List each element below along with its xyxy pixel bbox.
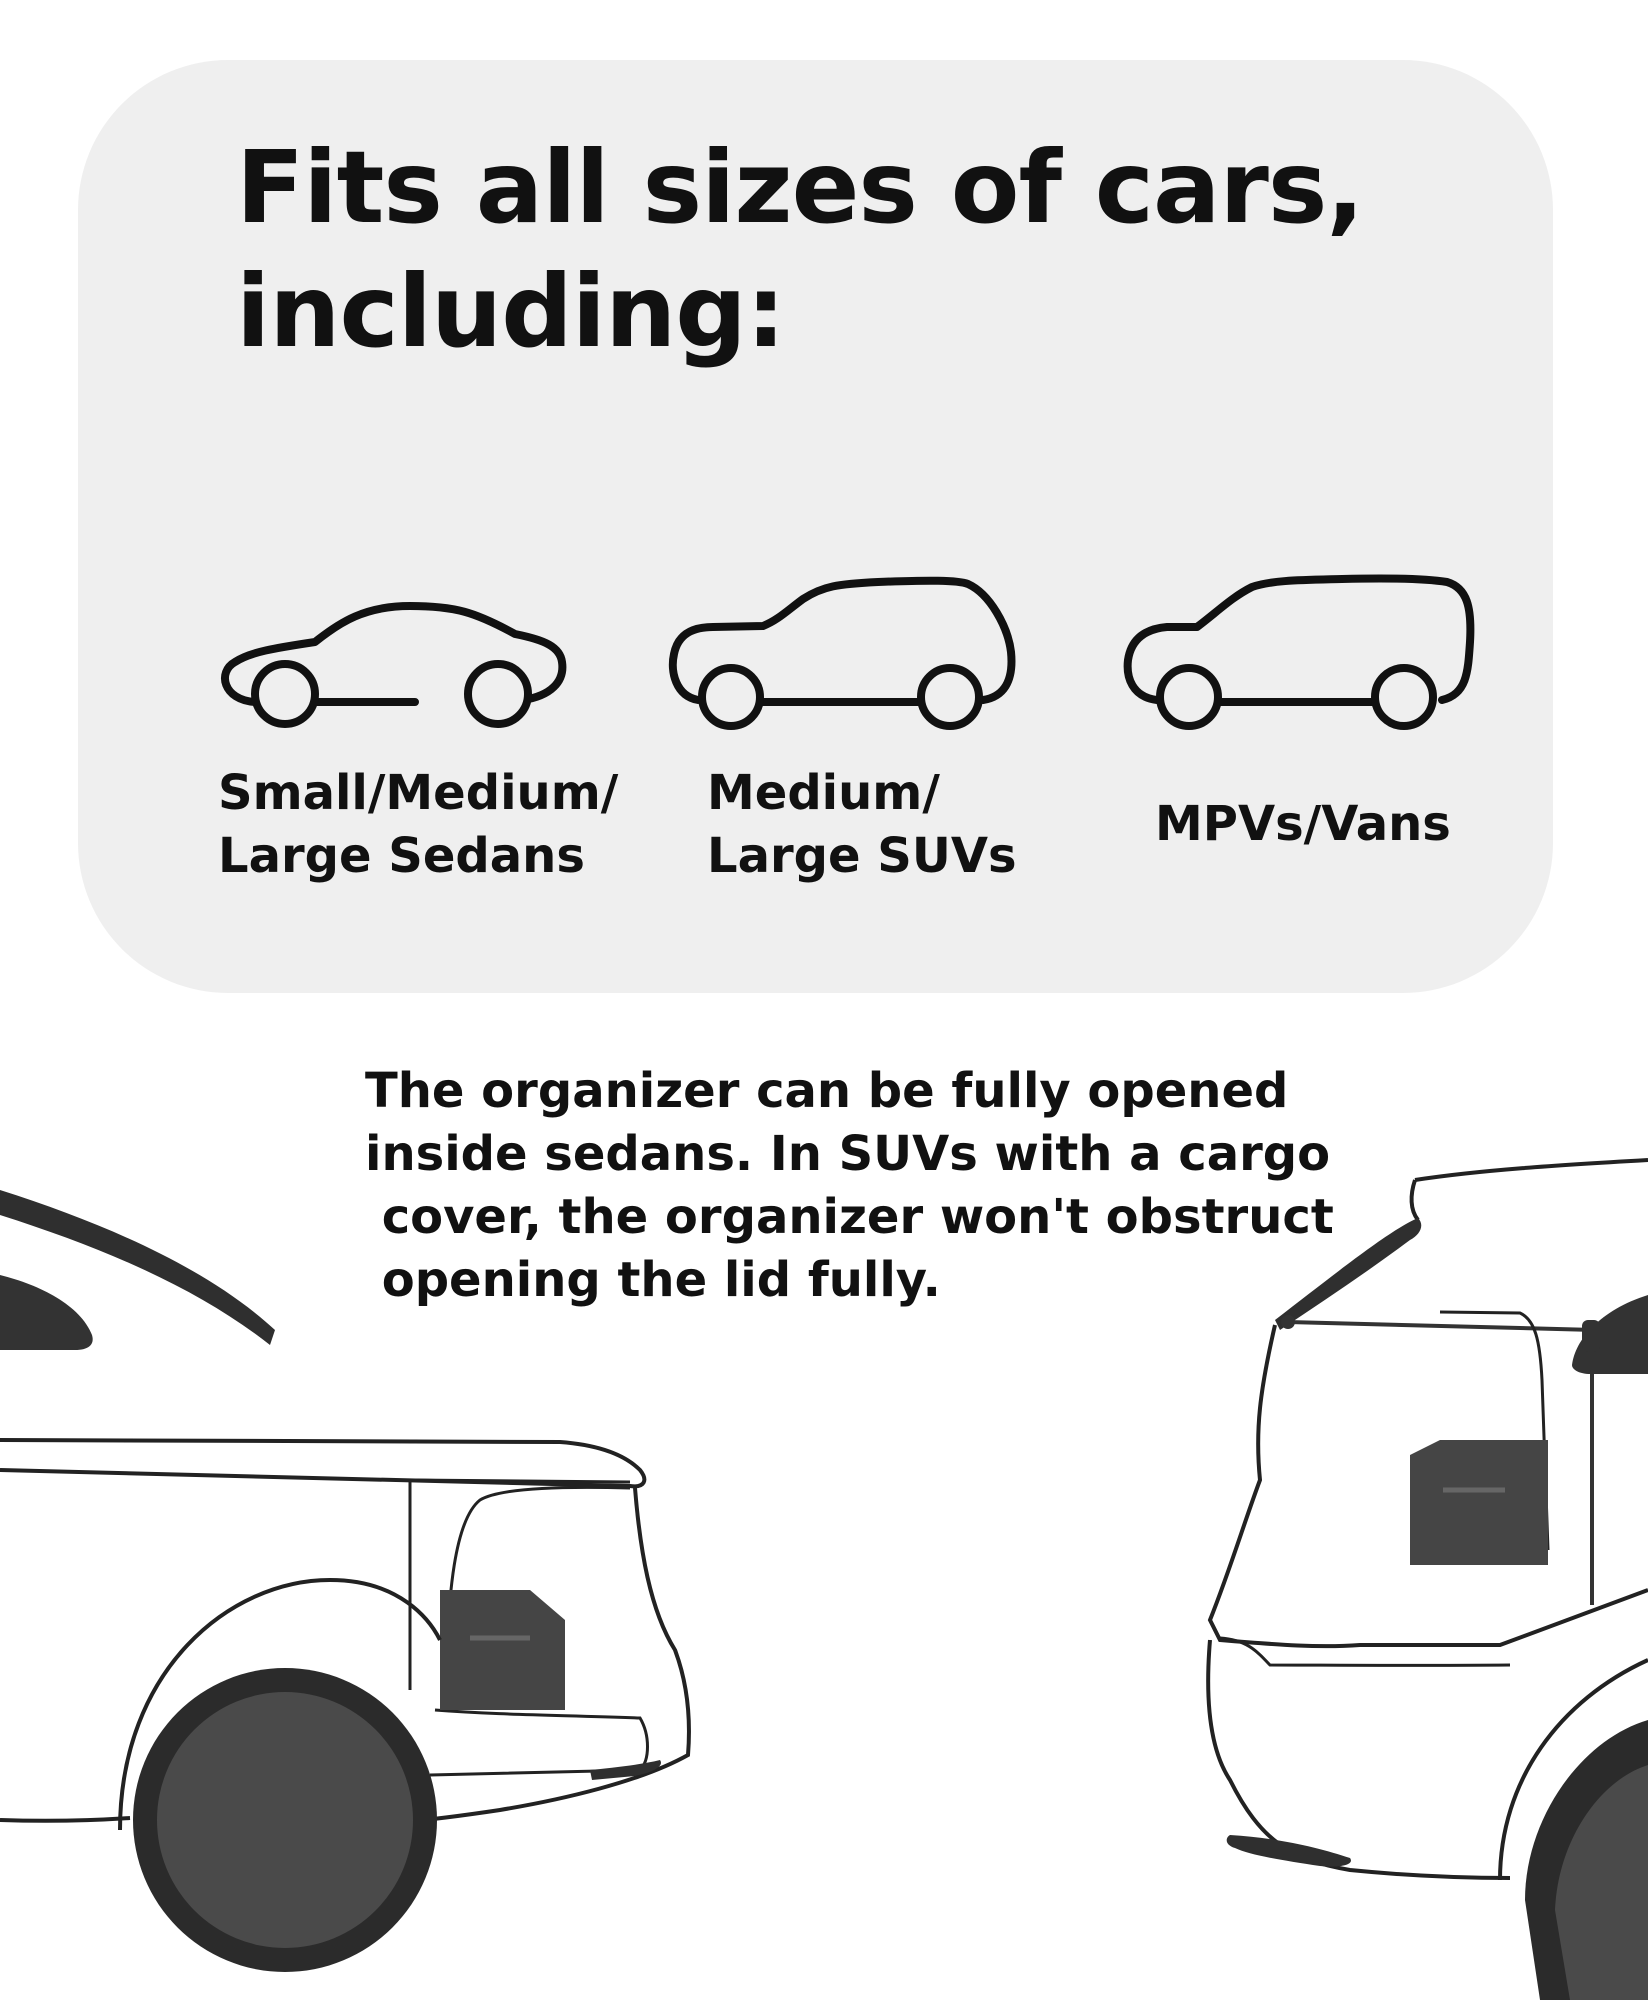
- sedan-icon: [221, 602, 567, 728]
- headline: Fits all sizes of cars, including:: [236, 126, 1416, 374]
- note-line-3: cover, the organizer won't obstruct: [365, 1189, 1334, 1245]
- caption-sedans-line-2: Large Sedans: [218, 828, 585, 884]
- organizer-note: The organizer can be fully opened inside…: [365, 1060, 1334, 1312]
- note-line-2: inside sedans. In SUVs with a cargo: [365, 1126, 1331, 1182]
- caption-sedans: Small/Medium/ Large Sedans: [218, 762, 618, 888]
- sedan-trunk-illustration: [0, 1190, 691, 1972]
- suv-tailgate-illustration: [1206, 1158, 1648, 2000]
- note-line-1: The organizer can be fully opened: [365, 1063, 1289, 1119]
- headline-line-1: Fits all sizes of cars,: [236, 129, 1364, 246]
- caption-sedans-line-1: Small/Medium/: [218, 765, 619, 821]
- headline-line-2: including:: [236, 253, 786, 370]
- caption-suvs-line-2: Large SUVs: [707, 828, 1017, 884]
- caption-vans: MPVs/Vans: [1155, 793, 1451, 856]
- caption-suvs: Medium/ Large SUVs: [707, 762, 1017, 888]
- caption-suvs-line-1: Medium/: [707, 765, 940, 821]
- note-line-4: opening the lid fully.: [365, 1252, 941, 1308]
- car-types-panel: [78, 60, 1553, 993]
- van-icon: [1123, 574, 1475, 730]
- suv-icon: [668, 576, 1016, 730]
- caption-vans-line-1: MPVs/Vans: [1155, 796, 1451, 852]
